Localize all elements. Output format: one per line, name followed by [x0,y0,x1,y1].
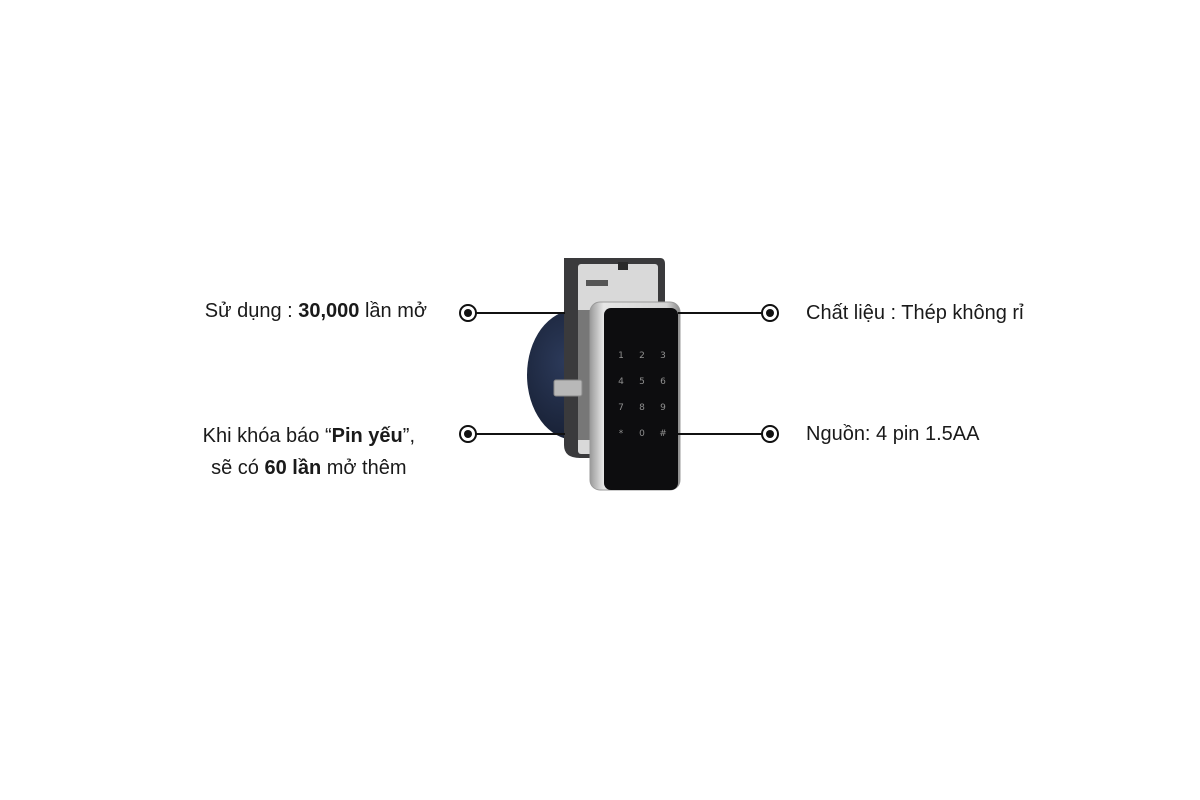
low-battery-line1-highlight: Pin yếu [331,425,403,447]
connector-usage [468,312,565,314]
keypad-key-4: 4 [618,377,624,387]
connector-power [678,433,770,435]
low-battery-line1-suffix: ”, [402,425,415,447]
feature-power: Nguồn: 4 pin 1.5AA [806,418,979,450]
lock-side-bar [578,310,590,440]
connector-material [678,312,770,314]
keypad-key-7: 7 [618,403,624,413]
keypad-key-3: 3 [660,351,666,361]
keypad-lock-image: 1 2 3 4 5 6 7 8 9 * 0 # [527,258,681,491]
marker-power [761,425,779,443]
feature-usage: Sử dụng : 30,000 lần mở [205,295,427,327]
low-battery-line2-suffix: mở thêm [321,457,407,479]
keypad-key-hash: # [659,429,667,439]
power-text: Nguồn: 4 pin 1.5AA [806,423,980,445]
low-battery-line-2: sẽ có 60 lần mở thêm [203,452,415,484]
lock-bolt [553,379,583,397]
keypad-key-5: 5 [639,377,645,387]
low-battery-line2-prefix: sẽ có [211,457,265,479]
keypad-key-star: * [619,429,624,439]
keypad-key-0: 0 [639,429,645,439]
usage-suffix: lần mở [359,300,427,322]
keypad-key-8: 8 [639,403,645,413]
keypad-panel [604,308,678,490]
keypad-key-2: 2 [639,351,645,361]
feature-material: Chất liệu : Thép không rỉ [806,297,1024,329]
lock-slot [618,262,628,270]
marker-material [761,304,779,322]
connector-low-battery [468,433,565,435]
low-battery-line1-prefix: Khi khóa báo “ [202,425,332,447]
marker-usage [459,304,477,322]
low-battery-line-1: Khi khóa báo “Pin yếu”, [203,420,415,452]
keypad-keys: 1 2 3 4 5 6 7 8 9 * 0 # [618,351,667,439]
feature-low-battery: Khi khóa báo “Pin yếu”, sẽ có 60 lần mở … [203,420,415,484]
keypad-key-9: 9 [660,403,666,413]
material-text: Chất liệu : Thép không rỉ [806,302,1024,324]
lock-slot-2 [586,280,608,286]
low-battery-line2-highlight: 60 lần [264,457,322,479]
keypad-key-1: 1 [618,351,624,361]
keypad-key-6: 6 [660,377,666,387]
usage-prefix: Sử dụng : [204,300,299,322]
marker-low-battery [459,425,477,443]
usage-highlight: 30,000 [298,300,360,322]
